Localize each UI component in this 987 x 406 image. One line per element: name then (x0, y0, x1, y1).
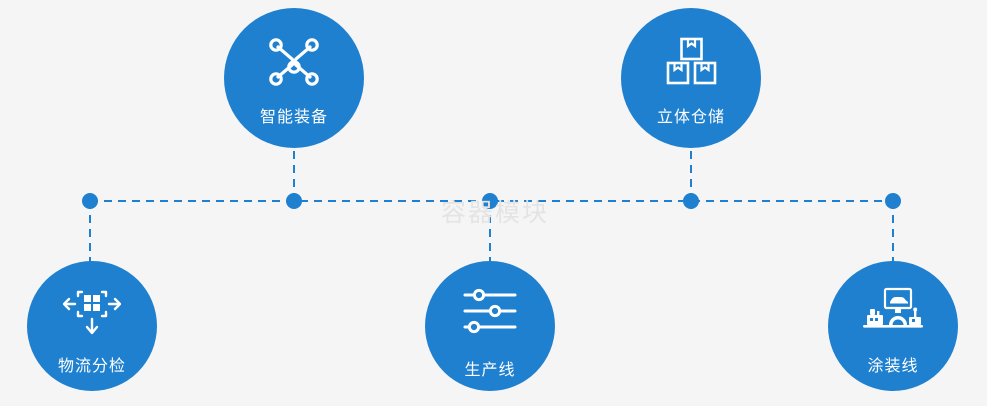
node-smart-equipment[interactable]: 智能装备 (224, 8, 364, 148)
node-logistics-sorting[interactable]: 物流分检 (27, 261, 157, 391)
sorting-grid-arrows-icon (62, 283, 122, 340)
junction-dot-production-line[interactable] (482, 193, 498, 209)
node-label-production-line: 生产线 (464, 362, 516, 379)
node-label-smart-equipment: 智能装备 (259, 109, 328, 126)
node-label-logistics-sorting: 物流分检 (57, 358, 126, 375)
node-stereo-warehouse[interactable]: 立体仓储 (621, 8, 761, 148)
node-label-painting-line: 涂装线 (867, 358, 919, 375)
factory-monitor-icon (861, 285, 925, 338)
node-label-stereo-warehouse: 立体仓储 (656, 109, 725, 126)
node-painting-line[interactable]: 涂装线 (828, 261, 958, 391)
junction-dot-warehouse[interactable] (683, 193, 699, 209)
node-production-line[interactable]: 生产线 (425, 261, 555, 391)
junction-dot-smart-equipment[interactable] (286, 193, 302, 209)
junction-dot-painting-line[interactable] (885, 193, 901, 209)
sliders-icon (462, 287, 518, 340)
network-nodes-icon (266, 36, 322, 93)
stacked-boxes-icon (663, 36, 719, 93)
junction-dot-logistics[interactable] (82, 193, 98, 209)
